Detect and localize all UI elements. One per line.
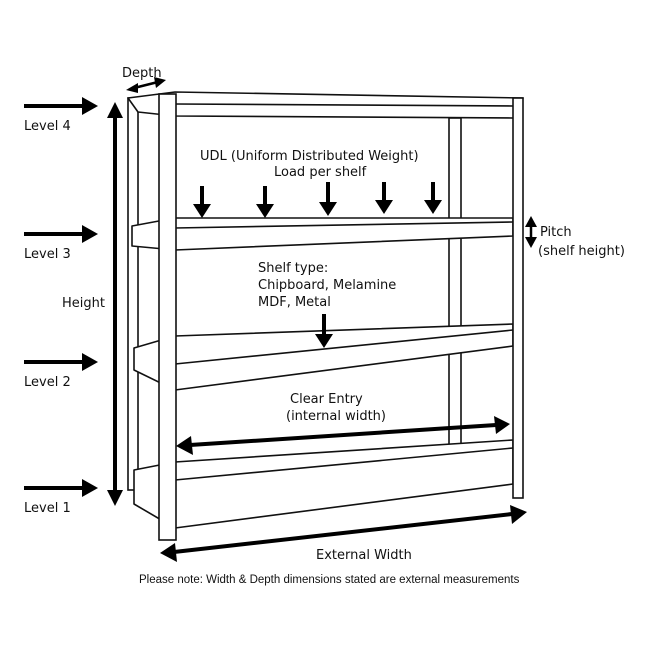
level-3-label: Level 3 [24,247,71,262]
udl-label-line2: Load per shelf [274,165,367,180]
back-right-post [448,117,462,471]
front-left-post [158,93,177,541]
pitch-label-line1: Pitch [540,225,572,240]
shelf-type-label-line3: MDF, Metal [258,295,331,310]
clear-entry-arrow [189,423,497,447]
height-label: Height [62,296,105,311]
level-1-label: Level 1 [24,501,71,516]
level-2-label: Level 2 [24,375,71,390]
shelf-type-label-line2: Chipboard, Melamine [258,278,396,293]
pitch-label-line2: (shelf height) [538,244,625,259]
shelf-type-label-line1: Shelf type: [258,261,328,276]
clear-entry-label-line1: Clear Entry [290,392,363,407]
external-width-arrow [173,512,513,554]
external-width-label: External Width [316,548,412,563]
measurement-note: Please note: Width & Depth dimensions st… [139,574,520,586]
back-left-post [127,97,139,491]
front-right-post [512,97,524,499]
udl-label-line1: UDL (Uniform Distributed Weight) [200,149,419,164]
level-4-label: Level 4 [24,119,71,134]
clear-entry-label-line2: (internal width) [286,409,386,424]
depth-label: Depth [122,66,162,81]
